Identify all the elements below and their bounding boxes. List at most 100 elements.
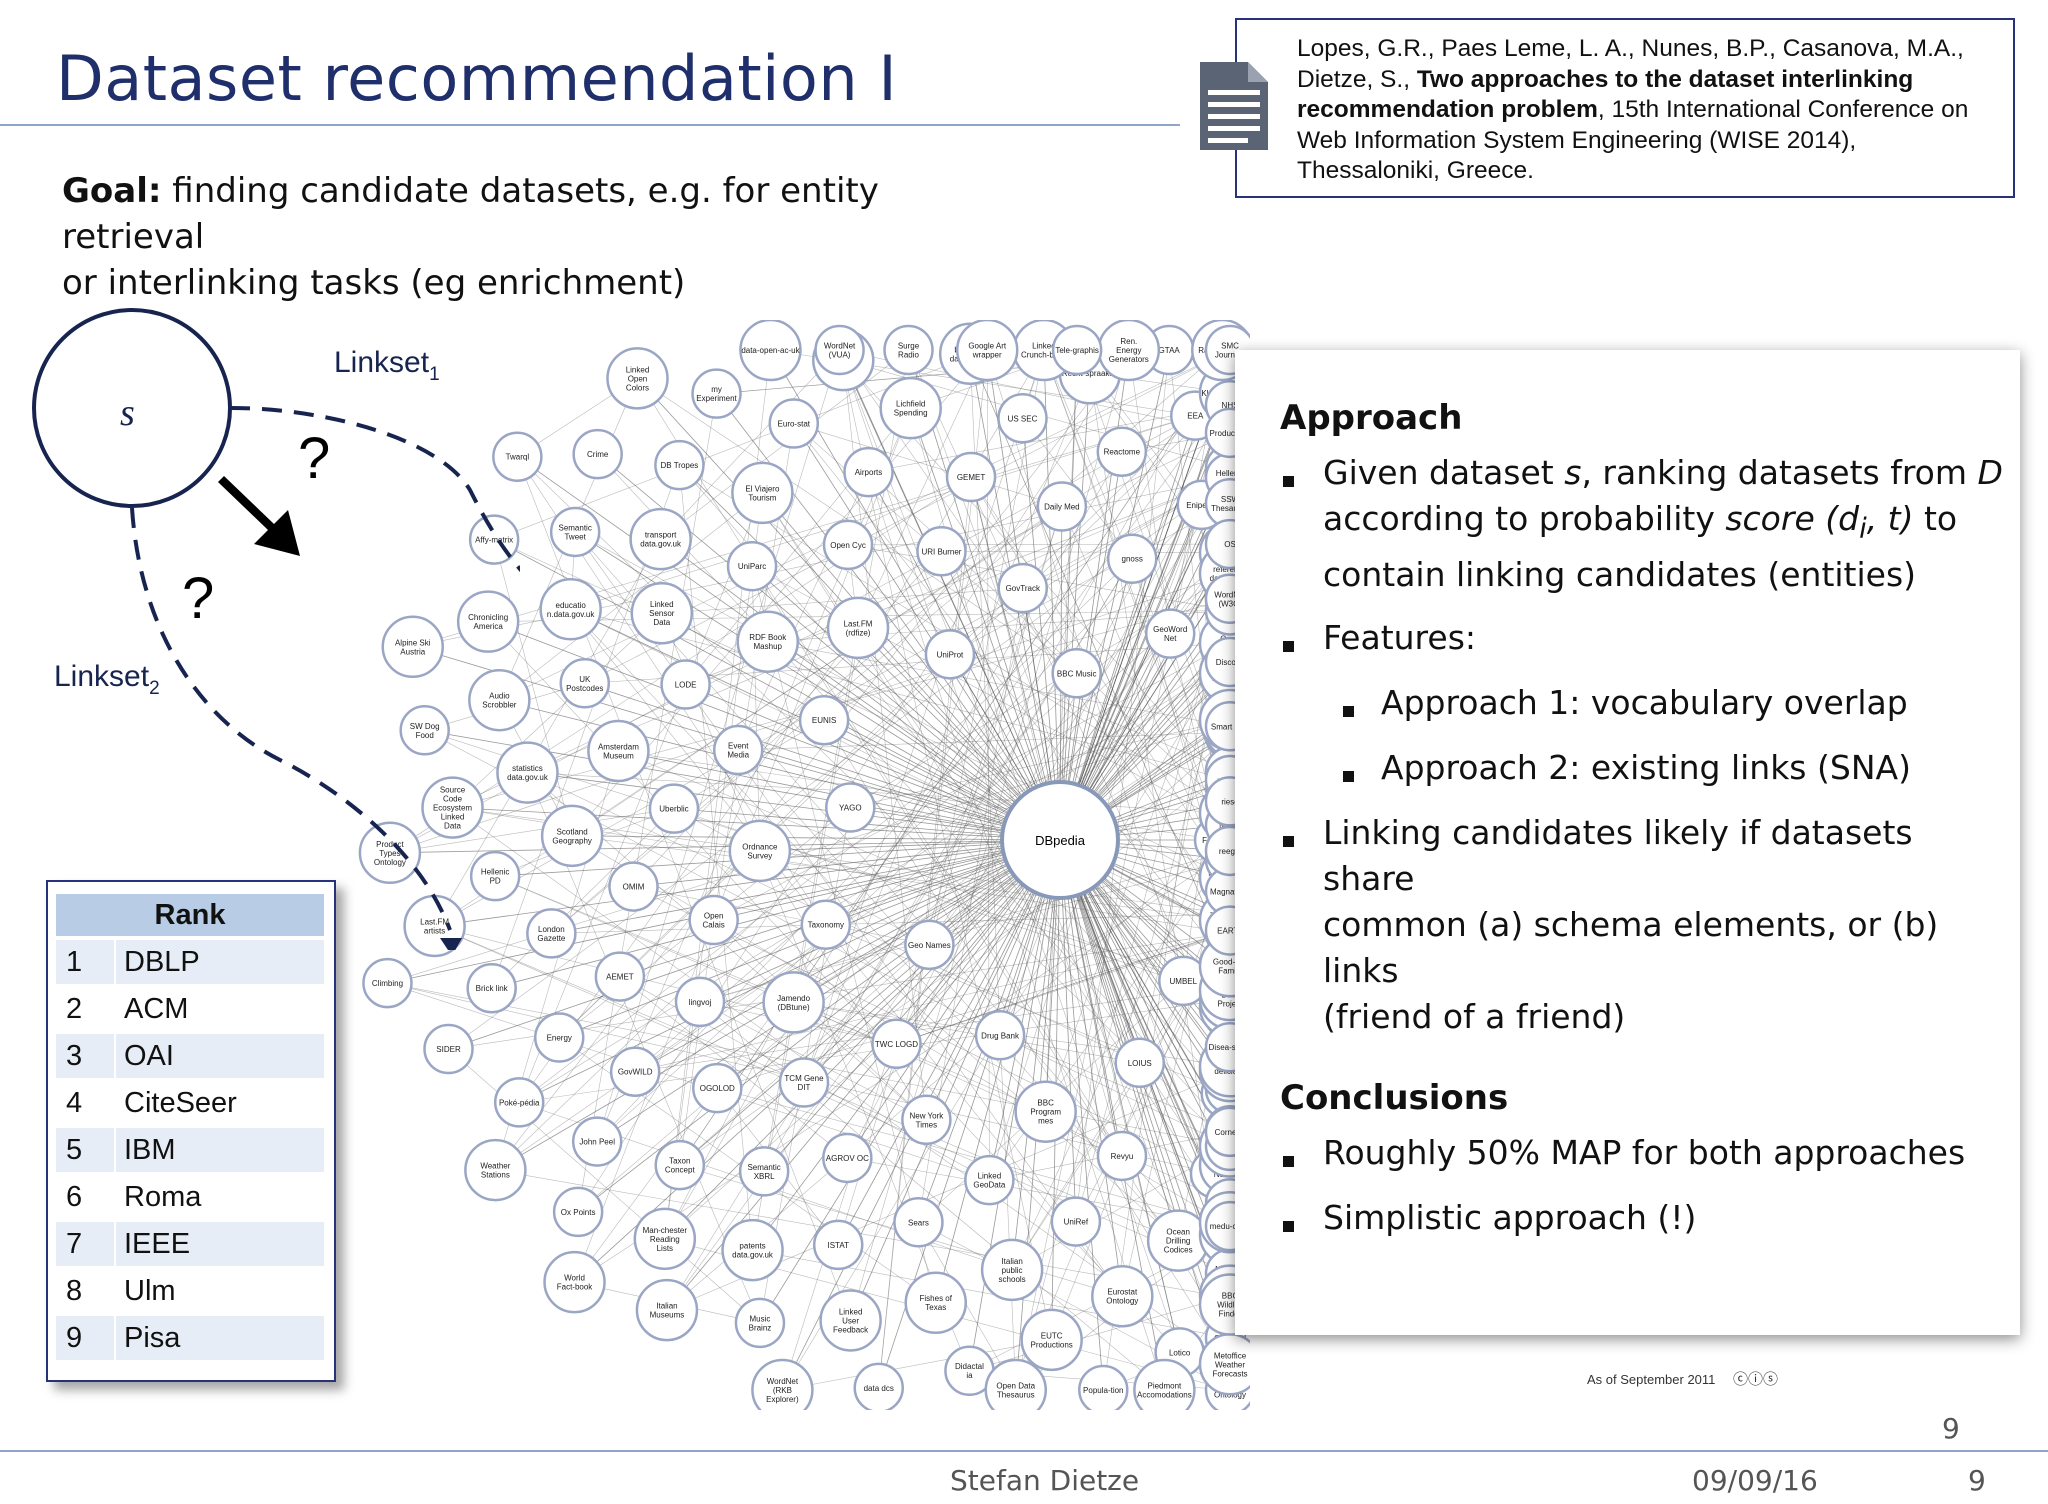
cloud-node-label: LinkedOpenColors: [626, 365, 650, 392]
cloud-node-label: Open Cyc: [830, 541, 866, 550]
cell-divider: [114, 987, 116, 1031]
cloud-node-label: El ViajeroTourism: [745, 484, 780, 502]
reference-line: Dietze, S., Two approaches to the datase…: [1297, 65, 2003, 96]
conclusion-bullet-2: Simplistic approach (!): [1323, 1195, 1696, 1241]
cloud-link: [597, 840, 1060, 1142]
cloud-node: LOIUS: [1116, 1039, 1164, 1087]
table-row: 3 OAI: [56, 1034, 324, 1078]
cloud-node: Sears: [894, 1198, 942, 1246]
rank-dataset-name: CiteSeer: [124, 1081, 237, 1125]
bullet-icon: [1343, 706, 1354, 717]
cloud-node: GovWILD: [611, 1048, 659, 1096]
cloud-node: transportdata.gov.uk: [631, 509, 691, 569]
cell-divider: [114, 1034, 116, 1078]
cloud-node: Google Artwrapper: [957, 320, 1017, 380]
cloud-node: ItalianMuseums: [637, 1280, 697, 1340]
cloud-node: SurgeRadio: [885, 326, 933, 374]
table-row: 6Roma: [56, 1175, 324, 1219]
reference-line: Lopes, G.R., Paes Leme, L. A., Nunes, B.…: [1297, 34, 2003, 65]
cloud-node: education.data.gov.uk: [541, 579, 601, 639]
question-mark: ?: [298, 426, 330, 491]
cloud-node-label: Geo Names: [908, 941, 951, 950]
cloud-node: Tele-graphis: [1053, 326, 1101, 374]
linkset-1-arrow: [230, 408, 520, 605]
cloud-node: Daily Med: [1038, 483, 1086, 531]
cloud-node-label: Taxonomy: [808, 921, 844, 930]
reference-line: Web Information System Engineering (WISE…: [1297, 126, 2003, 157]
reference-title: Two approaches to the dataset interlinki…: [1417, 66, 1913, 93]
text-run: D: [1978, 453, 2003, 492]
cloud-node: Ox Points: [554, 1188, 602, 1236]
cell-divider: [114, 1081, 116, 1125]
rank-number: 7: [66, 1222, 82, 1266]
reference-venue: , 15th International Conference on: [1598, 96, 1968, 123]
cloud-node-label: gnoss: [1122, 555, 1143, 564]
linkset-2-label: Linkset2: [54, 660, 160, 699]
cloud-node-label: Uberblic: [659, 805, 688, 814]
arrowhead-icon: [440, 938, 462, 950]
bullet-line: contain linking candidates (entities): [1323, 552, 2003, 598]
cloud-node: Man-chesterReadingLists: [635, 1209, 695, 1269]
rank-number: 5: [66, 1128, 82, 1172]
cloud-caption: As of September 2011: [1587, 1372, 1715, 1387]
text-run: s: [1564, 453, 1581, 492]
cloud-node: AEMET: [596, 953, 644, 1001]
cell-divider: [114, 1316, 116, 1360]
cloud-node-label: AmsterdamMuseum: [598, 742, 639, 760]
cloud-node: Energy: [535, 1014, 583, 1062]
cloud-node: TWC LOGD: [872, 1020, 920, 1068]
reference-line: recommendation problem, 15th Internation…: [1297, 95, 2003, 126]
cloud-node: Crime: [574, 430, 622, 478]
cloud-node: Geo Names: [905, 921, 953, 969]
reference-line: Thessaloniki, Greece.: [1297, 156, 2003, 187]
approach-sub-bullet-2: Approach 2: existing links (SNA): [1381, 745, 1911, 791]
cloud-node: Taxonomy: [802, 901, 850, 949]
cloud-node: Open Cyc: [824, 521, 872, 569]
cloud-node-label: RDF BookMashup: [749, 633, 787, 651]
cloud-node-label: Energy: [547, 1034, 572, 1043]
rank-number: 3: [66, 1034, 82, 1078]
conclusions-heading: Conclusions: [1280, 1078, 1508, 1118]
cloud-node-label: AGROV OC: [826, 1154, 869, 1163]
approach-bullet-3: Linking candidates likely if datasets sh…: [1323, 810, 2013, 1040]
cloud-node: TCM GeneDIT: [780, 1058, 828, 1106]
cloud-node: Jamendo(DBtune): [764, 972, 824, 1032]
cloud-node: Ren.EnergyGenerators: [1099, 320, 1159, 380]
rank-dataset-name: OAI: [124, 1034, 174, 1078]
footer-page-number: 9: [1968, 1464, 1986, 1497]
cloud-link: [527, 773, 1060, 840]
cloud-node: BBCProgrammes: [1016, 1082, 1076, 1142]
cloud-node-label: SIDER: [436, 1045, 461, 1054]
cloud-node-label: Italianpublicschools: [999, 1257, 1026, 1284]
cloud-node: myExperiment: [693, 370, 741, 418]
cloud-node: WordNet(RKBExplorer): [752, 1360, 812, 1410]
cloud-node: Euro-stat: [770, 400, 818, 448]
reference-box: Lopes, G.R., Paes Leme, L. A., Nunes, B.…: [1235, 18, 2015, 198]
rank-dataset-name: Roma: [124, 1175, 201, 1219]
cloud-node-label: transportdata.gov.uk: [640, 531, 682, 549]
cloud-node-label: Daily Med: [1044, 503, 1080, 512]
cloud-node-label: OceanDrillingCodices: [1164, 1228, 1193, 1255]
cloud-node-label: US SEC: [1008, 414, 1038, 423]
text-run: to: [1914, 499, 1958, 538]
cloud-node: Airports: [845, 448, 893, 496]
cloud-node-label: Climbing: [372, 979, 403, 988]
cloud-node-label: LinkedGeoData: [973, 1172, 1006, 1190]
rank-dataset-name: DBLP: [124, 940, 200, 984]
cloud-node-label: EventMedia: [727, 742, 749, 760]
goal-line: Goal: finding candidate datasets, e.g. f…: [62, 168, 962, 260]
cloud-node-label: GovTrack: [1006, 584, 1041, 593]
cloud-node: Fishes ofTexas: [906, 1273, 966, 1333]
cloud-node: Last.FM(rdfize): [828, 598, 888, 658]
cloud-node-label: LOIUS: [1128, 1059, 1152, 1068]
cloud-node-label: TWC LOGD: [875, 1040, 918, 1049]
table-row: 8Ulm: [56, 1269, 324, 1313]
cloud-node-label: data dcs: [864, 1384, 894, 1393]
rank-dataset-name: Pisa: [124, 1316, 180, 1360]
cloud-node-label: UniParc: [738, 562, 766, 571]
cloud-node: gnoss: [1108, 535, 1156, 583]
cloud-node: OGOLOD: [693, 1064, 741, 1112]
cloud-node: LinkedUserFeedback: [821, 1290, 881, 1350]
cloud-node-label: Poké-pédia: [499, 1098, 540, 1107]
